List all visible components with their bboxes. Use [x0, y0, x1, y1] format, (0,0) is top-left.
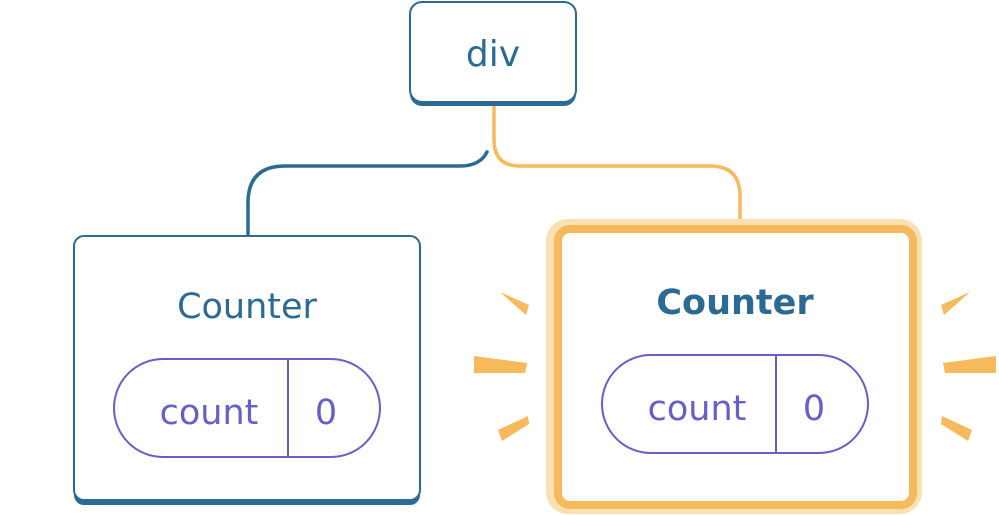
- state-value-right: 0: [803, 389, 825, 429]
- root-node: div: [409, 1, 577, 106]
- state-name-left: count: [160, 393, 259, 433]
- connector-left: [246, 150, 489, 239]
- root-node-label: div: [466, 34, 520, 75]
- counter-node-left: Counter count 0: [73, 235, 421, 505]
- state-value-left: 0: [315, 393, 337, 433]
- counter-node-right: Counter count 0: [546, 219, 922, 514]
- state-pill-left: count 0: [113, 358, 381, 458]
- sparkle-icon-left: [474, 292, 529, 441]
- connector-right: [492, 102, 742, 227]
- sparkle-icon-right: [941, 292, 996, 441]
- state-name-right: count: [648, 389, 747, 429]
- state-pill-right: count 0: [601, 354, 869, 454]
- counter-title-left: Counter: [177, 287, 317, 327]
- counter-title-right: Counter: [656, 283, 814, 323]
